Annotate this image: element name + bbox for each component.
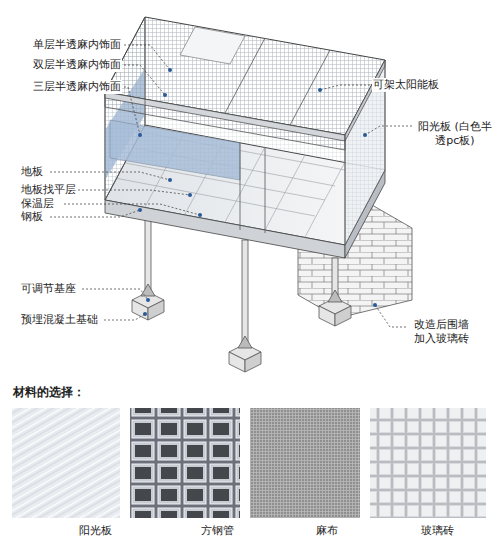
callout-label: 保温层 bbox=[20, 197, 55, 211]
section-heading: 材料的选择： bbox=[12, 385, 86, 399]
material-caption: 方钢管 bbox=[200, 524, 235, 538]
material-caption: 麻布 bbox=[315, 524, 339, 538]
material-caption: 阳光板 bbox=[78, 524, 113, 538]
callout-label: 钢板 bbox=[20, 210, 44, 224]
material-caption: 玻璃砖 bbox=[420, 524, 455, 538]
callout-label: 改造后围墙 加入玻璃砖 bbox=[408, 318, 474, 346]
callout-label: 可架太阳能板 bbox=[372, 78, 440, 92]
callout-label: 地板 bbox=[20, 165, 44, 179]
callout-label: 三层半透麻内饰面 bbox=[32, 80, 122, 94]
callout-label: 阳光板 (白色半透pc板) bbox=[413, 120, 497, 148]
callout-label: 单层半透麻内饰面 bbox=[32, 38, 122, 52]
callout-label: 地板找平层 bbox=[20, 183, 77, 197]
callout-label: 可调节基座 bbox=[20, 282, 77, 296]
callout-label: 双层半透麻内饰面 bbox=[32, 58, 122, 72]
callout-label: 预埋混凝土基础 bbox=[20, 313, 99, 327]
